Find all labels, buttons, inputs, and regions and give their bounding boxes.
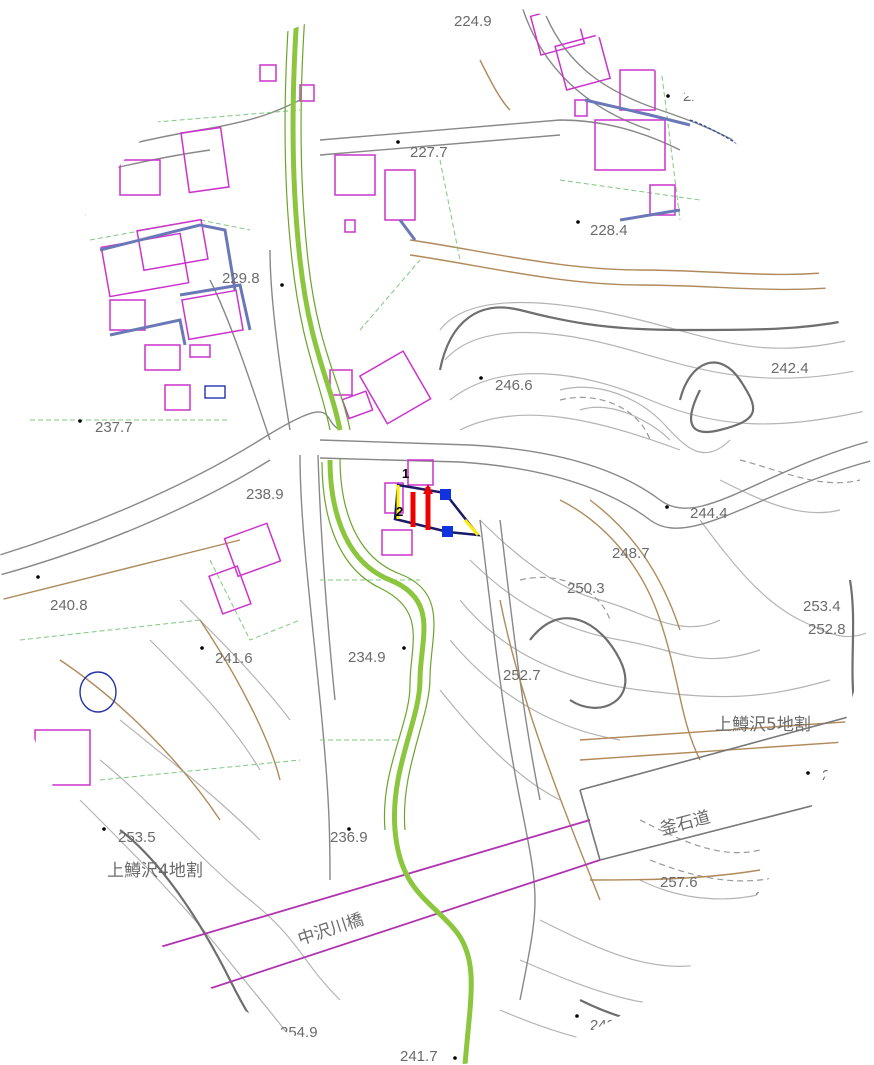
elevation-label: 250.3 bbox=[567, 580, 605, 597]
elevation-label: 252.8 bbox=[808, 621, 846, 638]
place-name-kamiuonosawa5: 上鱒沢5地割 bbox=[715, 715, 811, 735]
elevation-point-icon bbox=[576, 220, 580, 224]
elevation-point-icon bbox=[280, 283, 284, 287]
elevation-point-icon bbox=[575, 1014, 579, 1018]
elevation-label: 227.7 bbox=[410, 144, 448, 161]
elevation-point-icon bbox=[396, 140, 400, 144]
boundary-lines bbox=[19, 59, 701, 781]
road-edges bbox=[0, 19, 874, 901]
marker-label-1: 1 bbox=[402, 466, 409, 481]
elevation-label: 241.7 bbox=[400, 1048, 438, 1065]
elevation-label: 229.8 bbox=[222, 270, 260, 287]
dashed-contours bbox=[519, 396, 861, 882]
elevation-label: 237.7 bbox=[95, 419, 133, 436]
elevation-point-icon bbox=[102, 827, 106, 831]
elevation-label: 225.2 bbox=[100, 104, 138, 121]
bridge-nakazawa bbox=[149, 819, 601, 1001]
elevation-label: 253.5 bbox=[118, 829, 156, 846]
small-structure bbox=[204, 385, 226, 399]
elevation-point-icon bbox=[78, 419, 82, 423]
elevation-point-icon bbox=[665, 505, 669, 509]
elevation-point-icon bbox=[806, 771, 810, 775]
elevation-point-icon bbox=[347, 827, 351, 831]
elevation-label: 238.9 bbox=[246, 486, 284, 503]
elevation-label: 226.2 bbox=[683, 88, 721, 105]
elevation-point-icon bbox=[402, 646, 406, 650]
elevation-point-icon bbox=[479, 376, 483, 380]
elevation-point-icon bbox=[506, 2, 510, 6]
retaining-walls bbox=[99, 98, 691, 346]
elevation-label: 236.9 bbox=[330, 829, 368, 846]
elevation-label: 246.6 bbox=[495, 377, 533, 394]
elevation-label: 228.4 bbox=[590, 222, 628, 239]
elevation-point-icon bbox=[275, 22, 279, 26]
elevation-label: 240.8 bbox=[50, 597, 88, 614]
pond-icon bbox=[79, 671, 117, 713]
elevation-label: 241.6 bbox=[215, 650, 253, 667]
elevation-label: 242.4 bbox=[771, 360, 809, 377]
river-nakazawa bbox=[290, 0, 474, 1065]
survey-parcel[interactable] bbox=[393, 483, 481, 537]
elevation-label: 268.3 bbox=[755, 889, 793, 906]
elevation-label: 244.4 bbox=[690, 505, 728, 522]
elevation-label: 234.9 bbox=[348, 649, 386, 666]
elevation-point-icon bbox=[36, 575, 40, 579]
elevation-point-icon bbox=[262, 1023, 266, 1027]
elevation-label: 225.8 bbox=[216, 10, 254, 27]
elevation-point-icon bbox=[143, 122, 147, 126]
elevation-label: 257.6 bbox=[660, 874, 698, 891]
place-name-kamiuonosawa4: 上鱒沢4地割 bbox=[107, 861, 203, 881]
elevation-point-icon bbox=[453, 1056, 457, 1060]
elevation-label: 252.7 bbox=[503, 667, 541, 684]
elevation-label: 253.4 bbox=[803, 598, 841, 615]
elevation-label: 248.7 bbox=[612, 545, 650, 562]
elevation-label: 254.9 bbox=[280, 1024, 318, 1041]
marker-label-2: 2 bbox=[396, 504, 403, 519]
river-channel-outline bbox=[284, 0, 435, 831]
elevation-label: 249.2 bbox=[590, 1017, 628, 1034]
elevation-point-icon bbox=[666, 94, 670, 98]
elevation-point-icon bbox=[200, 646, 204, 650]
elevation-label: 224.9 bbox=[454, 13, 492, 30]
elevation-label: 263.6 bbox=[822, 767, 860, 784]
